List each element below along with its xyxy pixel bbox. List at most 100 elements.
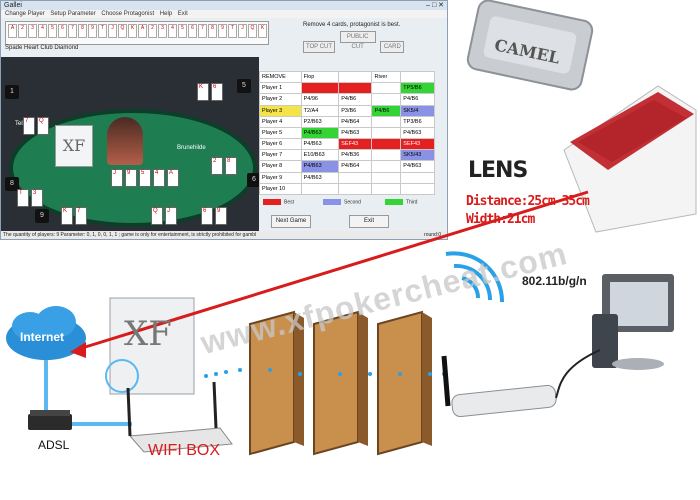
card-icon[interactable]: Q bbox=[118, 24, 127, 38]
wifi-box-label: WIFI BOX bbox=[148, 442, 220, 459]
menu-bar: Change Player Setup Parameter Choose Pro… bbox=[1, 10, 447, 18]
legend-swatch bbox=[263, 199, 281, 205]
status-text: The quantity of players: 9 Parameter: 0,… bbox=[3, 232, 257, 238]
card-icon[interactable]: 3 bbox=[158, 24, 167, 38]
grid-cell bbox=[371, 182, 402, 196]
seat-number: 5 bbox=[237, 79, 251, 93]
player-card: 2 bbox=[211, 157, 223, 175]
card-icon[interactable]: 2 bbox=[18, 24, 27, 38]
next-game-button[interactable]: Next Game bbox=[271, 215, 311, 228]
card-icon[interactable]: 7 bbox=[68, 24, 77, 38]
table-row[interactable]: Player 3 T2/A4 P3/B6 P4/B6 SK5/4 bbox=[259, 104, 435, 117]
wifi-waves-icon bbox=[445, 251, 505, 303]
window-controls[interactable]: – □ ✕ bbox=[426, 2, 444, 9]
menu-change-player[interactable]: Change Player bbox=[5, 11, 45, 17]
usb-cable bbox=[555, 349, 601, 399]
board-card: A bbox=[167, 169, 179, 187]
card-icon[interactable]: K bbox=[128, 24, 137, 38]
brick-wall-icon bbox=[249, 310, 304, 456]
card-icon[interactable]: 7 bbox=[198, 24, 207, 38]
card-icon[interactable]: T bbox=[98, 24, 107, 38]
table-row[interactable]: Player 5 P4/B63 P4/B63 P4/B63 bbox=[259, 126, 435, 140]
window-title: Gallei bbox=[4, 2, 22, 9]
card-icon[interactable]: K bbox=[258, 24, 267, 38]
network-diagram bbox=[6, 251, 674, 456]
player-card: T bbox=[17, 189, 29, 207]
table-row[interactable]: Player 8 P4/B63 P4/B64 P4/B63 bbox=[259, 160, 435, 173]
wifi-box-icon bbox=[126, 381, 233, 453]
legend-label: Best bbox=[284, 199, 295, 206]
card-icon[interactable]: 9 bbox=[218, 24, 227, 38]
table-row[interactable]: Player 6 P4/B63 SEF43 SEF43 bbox=[259, 138, 435, 151]
message-box: Remove 4 cards, protagonist is best. TOP… bbox=[273, 21, 443, 53]
player-card: 6 bbox=[211, 83, 223, 101]
seat-number: 8 bbox=[5, 177, 19, 191]
board-card: 9 bbox=[125, 169, 137, 187]
table-row[interactable]: Player 10 bbox=[259, 182, 435, 196]
card-icon[interactable]: 8 bbox=[78, 24, 87, 38]
legend-swatch bbox=[323, 199, 341, 205]
poker-table: Tell Brunehilde 5 1 6 8 9 K 6 7 Q J 9 5 … bbox=[1, 57, 259, 233]
legend-best: Best bbox=[263, 199, 294, 205]
brick-wall-icon bbox=[313, 310, 368, 456]
card-icon[interactable]: J bbox=[108, 24, 117, 38]
brick-wall-icon bbox=[377, 310, 432, 456]
player-label: Player 10 bbox=[259, 182, 302, 196]
player-name: Brunehilde bbox=[177, 145, 206, 151]
seat-number: 9 bbox=[35, 209, 49, 223]
player-card: 3 bbox=[31, 189, 43, 207]
wifi-standard-label: 802.11b/g/n bbox=[522, 274, 587, 288]
card-button[interactable]: CARD bbox=[380, 41, 405, 53]
card-icon[interactable]: 3 bbox=[28, 24, 37, 38]
card-icon[interactable]: A bbox=[8, 24, 17, 38]
card-icon[interactable]: 6 bbox=[58, 24, 67, 38]
message-text: Remove 4 cards, protagonist is best. bbox=[303, 22, 401, 28]
card-icon[interactable]: Q bbox=[248, 24, 257, 38]
card-icon[interactable]: J bbox=[238, 24, 247, 38]
legend-third: Third bbox=[385, 199, 417, 205]
grid-cell: SK5/4 bbox=[400, 104, 435, 117]
legend-second: Second bbox=[323, 199, 361, 205]
xf-card-badge: XF bbox=[55, 125, 93, 167]
grid-cell bbox=[338, 82, 373, 95]
title-bar: Gallei – □ ✕ bbox=[1, 1, 447, 10]
player-card: K bbox=[197, 83, 209, 101]
menu-exit[interactable]: Exit bbox=[177, 11, 188, 17]
card-icon[interactable]: 6 bbox=[188, 24, 197, 38]
public-cut-button[interactable]: PUBLIC CUT bbox=[339, 31, 376, 50]
card-icon[interactable]: 5 bbox=[48, 24, 57, 38]
lens-distance: Distance:25cm-35cm bbox=[466, 194, 590, 209]
card-icon[interactable]: 2 bbox=[148, 24, 157, 38]
xf-logo-text: XF bbox=[124, 314, 172, 354]
menu-help[interactable]: Help bbox=[159, 11, 173, 17]
card-icon[interactable]: 4 bbox=[168, 24, 177, 38]
legend-label: Second bbox=[344, 199, 361, 206]
menu-choose-protagonist[interactable]: Choose Protagonist bbox=[101, 11, 155, 17]
table-row[interactable]: Player 1 TP5/B6 bbox=[259, 82, 435, 95]
table-row[interactable]: Player 7 E10/B63 P4/B36 SK5/43 bbox=[259, 149, 435, 162]
player-card: Q bbox=[151, 207, 163, 225]
lens-title: LENS bbox=[468, 158, 528, 183]
card-icon[interactable]: 5 bbox=[178, 24, 187, 38]
lens-device-illustration bbox=[466, 0, 697, 233]
top-cut-button[interactable]: TOP CUT bbox=[303, 41, 335, 53]
wireless-signal-dots bbox=[204, 368, 446, 378]
card-icon[interactable]: T bbox=[228, 24, 237, 38]
grid-cell bbox=[400, 182, 435, 196]
menu-setup-parameter[interactable]: Setup Parameter bbox=[50, 11, 96, 17]
player-card: 6 bbox=[201, 207, 213, 225]
software-window: Gallei – □ ✕ Change Player Setup Paramet… bbox=[0, 0, 448, 240]
legend-label: Third bbox=[406, 199, 418, 206]
card-icon[interactable]: 8 bbox=[208, 24, 217, 38]
card-icon[interactable]: 4 bbox=[38, 24, 47, 38]
exit-button[interactable]: Exit bbox=[349, 215, 389, 228]
suit-row-label: Spade Heart Club Diamond bbox=[5, 45, 79, 51]
card-icon[interactable]: A bbox=[138, 24, 147, 38]
internet-label: Internet bbox=[20, 330, 65, 344]
xf-logo-icon bbox=[105, 297, 195, 395]
seat-number: 1 bbox=[5, 85, 19, 99]
dealer-avatar bbox=[107, 117, 143, 165]
player-card: 9 bbox=[215, 207, 227, 225]
card-icon[interactable]: 9 bbox=[88, 24, 97, 38]
